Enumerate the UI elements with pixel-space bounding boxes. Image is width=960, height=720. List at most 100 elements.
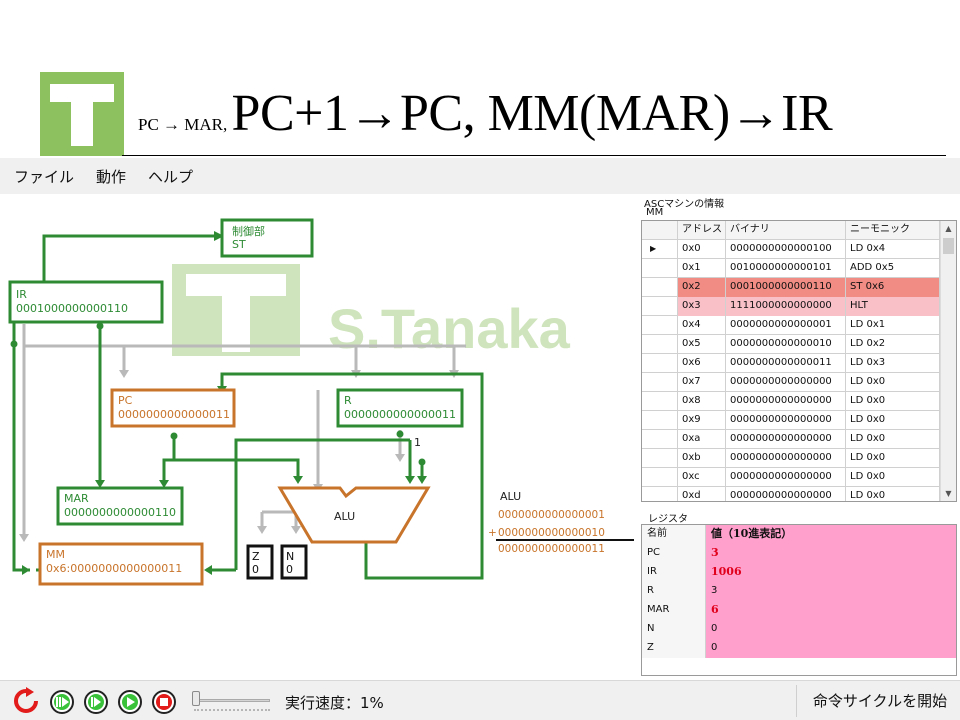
col-address[interactable]: アドレス bbox=[678, 221, 726, 240]
col-binary[interactable]: バイナリ bbox=[726, 221, 846, 240]
memory-address[interactable]: 0xa bbox=[678, 430, 726, 449]
reset-icon bbox=[14, 687, 38, 713]
memory-mnemonic[interactable]: LD 0x1 bbox=[846, 316, 940, 335]
memory-table-scrollbar[interactable]: ▲ ▼ bbox=[940, 221, 956, 501]
scroll-thumb[interactable] bbox=[943, 238, 954, 254]
memory-mnemonic[interactable]: LD 0x4 bbox=[846, 240, 940, 259]
memory-mnemonic[interactable]: LD 0x2 bbox=[846, 335, 940, 354]
menu-file[interactable]: ファイル bbox=[14, 167, 75, 186]
memory-address[interactable]: 0x3 bbox=[678, 297, 726, 316]
slider-knob[interactable] bbox=[192, 691, 200, 706]
row-header bbox=[642, 373, 678, 392]
menu-action[interactable]: 動作 bbox=[96, 167, 127, 186]
start-cycle-button[interactable]: 命令サイクルを開始 bbox=[800, 685, 960, 717]
memory-mnemonic[interactable]: LD 0x0 bbox=[846, 430, 940, 449]
register-name: Z bbox=[642, 639, 706, 658]
memory-mnemonic[interactable]: LD 0x0 bbox=[846, 487, 940, 501]
memory-address[interactable]: 0x4 bbox=[678, 316, 726, 335]
memory-address[interactable]: 0x1 bbox=[678, 259, 726, 278]
slider-track bbox=[192, 699, 270, 702]
memory-address[interactable]: 0x5 bbox=[678, 335, 726, 354]
memory-binary[interactable]: 1111000000000000 bbox=[726, 297, 846, 316]
pc-value: 0000000000000011 bbox=[118, 408, 230, 421]
title-divider bbox=[122, 155, 946, 156]
play-button[interactable] bbox=[118, 690, 142, 714]
col-value[interactable]: 値（10進表記） bbox=[706, 525, 956, 544]
run-fast-button[interactable] bbox=[50, 690, 74, 714]
memory-binary[interactable]: 0000000000000011 bbox=[726, 354, 846, 373]
memory-binary[interactable]: 0000000000000000 bbox=[726, 487, 846, 501]
memory-mnemonic[interactable]: ADD 0x5 bbox=[846, 259, 940, 278]
memory-binary[interactable]: 0010000000000101 bbox=[726, 259, 846, 278]
memory-address[interactable]: 0x9 bbox=[678, 411, 726, 430]
logo bbox=[40, 72, 124, 156]
reset-button[interactable] bbox=[12, 687, 40, 715]
memory-mnemonic[interactable]: LD 0x0 bbox=[846, 392, 940, 411]
alu-result: 0000000000000011 bbox=[498, 543, 605, 555]
memory-binary[interactable]: 0000000000000000 bbox=[726, 449, 846, 468]
memory-mnemonic[interactable]: LD 0x3 bbox=[846, 354, 940, 373]
stop-button[interactable] bbox=[152, 690, 176, 714]
memory-binary[interactable]: 0000000000000000 bbox=[726, 468, 846, 487]
toolbar-divider bbox=[796, 685, 797, 717]
memory-address[interactable]: 0xb bbox=[678, 449, 726, 468]
step-button[interactable] bbox=[84, 690, 108, 714]
memory-binary[interactable]: 0000000000000000 bbox=[726, 373, 846, 392]
memory-address[interactable]: 0xc bbox=[678, 468, 726, 487]
row-header bbox=[642, 259, 678, 278]
scroll-down-icon[interactable]: ▼ bbox=[945, 489, 952, 498]
menu-help[interactable]: ヘルプ bbox=[148, 167, 194, 186]
memory-binary[interactable]: 0000000000000000 bbox=[726, 411, 846, 430]
memory-mnemonic[interactable]: LD 0x0 bbox=[846, 373, 940, 392]
alu-label: ALU bbox=[334, 510, 355, 523]
row-header bbox=[642, 411, 678, 430]
memory-address[interactable]: 0x0 bbox=[678, 240, 726, 259]
memory-binary[interactable]: 0000000000000010 bbox=[726, 335, 846, 354]
memory-binary[interactable]: 0000000000000001 bbox=[726, 316, 846, 335]
register-value: 6 bbox=[706, 601, 956, 620]
memory-address[interactable]: 0x7 bbox=[678, 373, 726, 392]
alu-operand-1: 0000000000000001 bbox=[498, 509, 605, 521]
memory-binary[interactable]: 0000000000000100 bbox=[726, 240, 846, 259]
memory-binary[interactable]: 0000000000000000 bbox=[726, 392, 846, 411]
speed-slider[interactable] bbox=[190, 689, 272, 715]
memory-mnemonic[interactable]: LD 0x0 bbox=[846, 468, 940, 487]
col-name[interactable]: 名前 bbox=[642, 525, 706, 544]
memory-address[interactable]: 0xd bbox=[678, 487, 726, 501]
memory-mnemonic[interactable]: LD 0x0 bbox=[846, 411, 940, 430]
register-section-title: レジスタ bbox=[648, 514, 688, 525]
memory-address[interactable]: 0x8 bbox=[678, 392, 726, 411]
memory-address[interactable]: 0x6 bbox=[678, 354, 726, 373]
memory-address[interactable]: 0x2 bbox=[678, 278, 726, 297]
scroll-up-icon[interactable]: ▲ bbox=[945, 224, 952, 233]
memory-mnemonic[interactable]: ST 0x6 bbox=[846, 278, 940, 297]
memory-mnemonic[interactable]: LD 0x0 bbox=[846, 449, 940, 468]
register-value: 1006 bbox=[706, 563, 956, 582]
col-mnemonic[interactable]: ニーモニック bbox=[846, 221, 940, 240]
memory-mnemonic[interactable]: HLT bbox=[846, 297, 940, 316]
memory-binary[interactable]: 0000000000000000 bbox=[726, 430, 846, 449]
memory-binary[interactable]: 0001000000000110 bbox=[726, 278, 846, 297]
